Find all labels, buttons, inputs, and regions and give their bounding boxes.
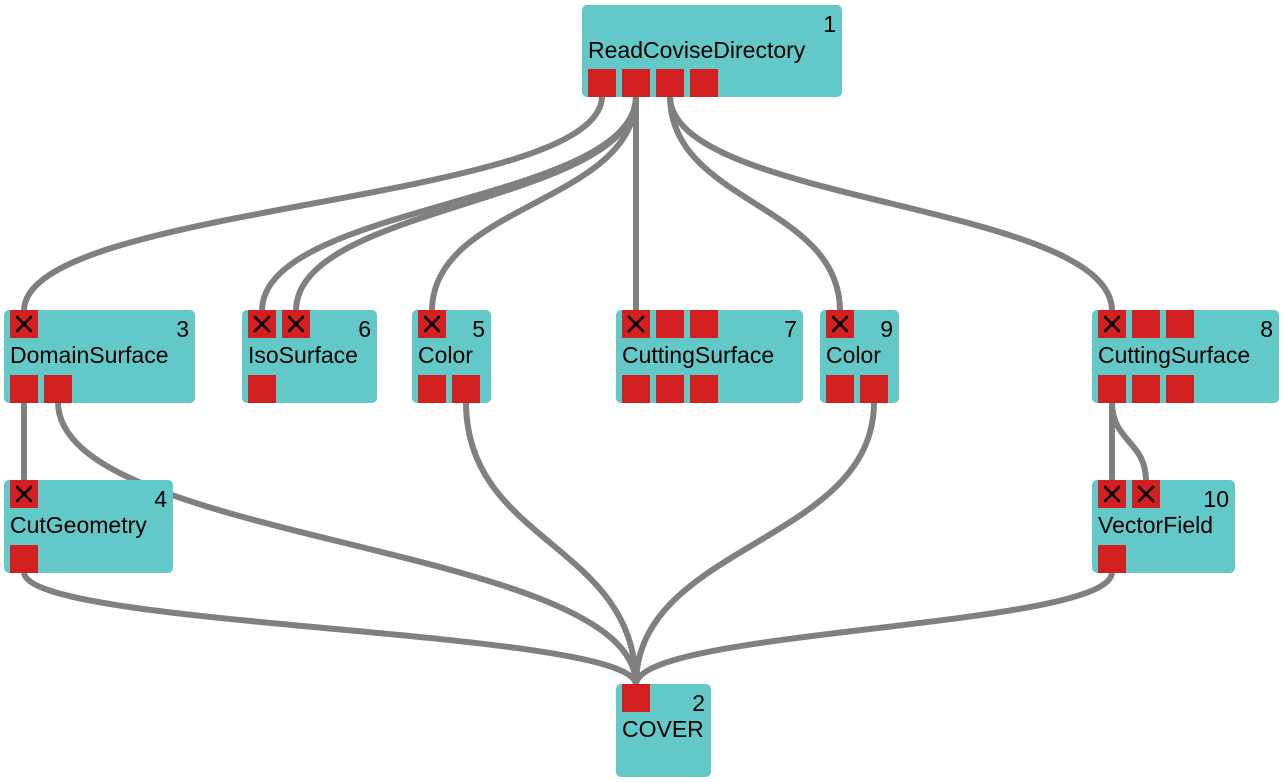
- module-title: CuttingSurface: [622, 342, 775, 368]
- module-vector-field[interactable]: 10 VectorField: [1092, 480, 1235, 573]
- input-port-1[interactable]: [622, 310, 650, 338]
- output-port-1[interactable]: [622, 375, 650, 403]
- connection-wire[interactable]: [633, 569, 1115, 688]
- connection-wire[interactable]: [293, 93, 639, 314]
- connected-x-icon: [1103, 485, 1121, 503]
- output-port-1[interactable]: [826, 375, 854, 403]
- input-port-1[interactable]: [622, 684, 650, 712]
- input-port-2[interactable]: [1132, 310, 1160, 338]
- connected-x-icon: [831, 315, 849, 333]
- input-port-1[interactable]: [10, 310, 38, 338]
- output-port-3[interactable]: [690, 375, 718, 403]
- connection-wire[interactable]: [55, 399, 639, 688]
- connected-x-icon: [1137, 485, 1155, 503]
- output-port-2[interactable]: [44, 375, 72, 403]
- output-port-3[interactable]: [656, 69, 684, 97]
- connection-wire[interactable]: [1109, 399, 1149, 484]
- module-id: 5: [472, 316, 485, 342]
- module-title: Color: [826, 342, 881, 368]
- connected-x-icon: [253, 315, 271, 333]
- module-cutting-surface-7[interactable]: 7 CuttingSurface: [616, 310, 803, 403]
- input-port-1[interactable]: [1098, 480, 1126, 508]
- output-port-2[interactable]: [860, 375, 888, 403]
- module-color-9[interactable]: 9 Color: [820, 310, 899, 403]
- module-id: 4: [154, 486, 167, 512]
- module-id: 8: [1260, 316, 1273, 342]
- connection-wire[interactable]: [463, 399, 639, 688]
- module-id: 1: [823, 11, 836, 37]
- input-port-3[interactable]: [690, 310, 718, 338]
- module-id: 2: [692, 690, 705, 716]
- input-port-1[interactable]: [10, 480, 38, 508]
- output-port-1[interactable]: [1098, 545, 1126, 573]
- input-port-2[interactable]: [656, 310, 684, 338]
- output-port-1[interactable]: [10, 545, 38, 573]
- output-port-1[interactable]: [248, 375, 276, 403]
- module-read-covise-directory[interactable]: 1 ReadCoviseDirectory: [582, 5, 842, 97]
- module-id: 6: [358, 316, 371, 342]
- module-id: 7: [784, 316, 797, 342]
- module-title: DomainSurface: [10, 342, 169, 368]
- connection-wire[interactable]: [21, 569, 639, 688]
- connected-x-icon: [423, 315, 441, 333]
- module-title: IsoSurface: [248, 342, 358, 368]
- module-iso-surface[interactable]: 6 IsoSurface: [242, 310, 377, 403]
- connection-wire[interactable]: [633, 399, 877, 688]
- connected-x-icon: [15, 315, 33, 333]
- output-port-2[interactable]: [622, 69, 650, 97]
- output-port-2[interactable]: [452, 375, 480, 403]
- module-title: CutGeometry: [10, 512, 147, 538]
- module-domain-surface[interactable]: 3 DomainSurface: [4, 310, 195, 403]
- module-title: VectorField: [1098, 512, 1214, 538]
- output-port-1[interactable]: [10, 375, 38, 403]
- output-port-1[interactable]: [1098, 375, 1126, 403]
- input-port-1[interactable]: [248, 310, 276, 338]
- module-title: COVER: [622, 716, 704, 742]
- connection-wire[interactable]: [667, 93, 843, 314]
- input-port-1[interactable]: [418, 310, 446, 338]
- module-id: 9: [880, 316, 893, 342]
- input-port-2[interactable]: [282, 310, 310, 338]
- module-title: Color: [418, 342, 473, 368]
- module-title: CuttingSurface: [1098, 342, 1251, 368]
- input-port-2[interactable]: [1132, 480, 1160, 508]
- input-port-3[interactable]: [1166, 310, 1194, 338]
- output-port-2[interactable]: [1132, 375, 1160, 403]
- connected-x-icon: [1103, 315, 1121, 333]
- connected-x-icon: [627, 315, 645, 333]
- connected-x-icon: [15, 485, 33, 503]
- connection-wire[interactable]: [429, 93, 639, 314]
- module-color-5[interactable]: 5 Color: [412, 310, 491, 403]
- output-port-1[interactable]: [588, 69, 616, 97]
- connected-x-icon: [287, 315, 305, 333]
- module-title: ReadCoviseDirectory: [588, 37, 806, 63]
- module-id: 10: [1203, 486, 1229, 512]
- input-port-1[interactable]: [1098, 310, 1126, 338]
- input-port-1[interactable]: [826, 310, 854, 338]
- output-port-2[interactable]: [656, 375, 684, 403]
- module-cover[interactable]: 2 COVER: [616, 684, 711, 777]
- output-port-4[interactable]: [690, 69, 718, 97]
- module-cutting-surface-8[interactable]: 8 CuttingSurface: [1092, 310, 1279, 403]
- module-cut-geometry[interactable]: 4 CutGeometry: [4, 480, 173, 573]
- output-port-3[interactable]: [1166, 375, 1194, 403]
- module-id: 3: [176, 316, 189, 342]
- connection-wire[interactable]: [667, 93, 1115, 314]
- connection-wire[interactable]: [21, 93, 605, 314]
- output-port-1[interactable]: [418, 375, 446, 403]
